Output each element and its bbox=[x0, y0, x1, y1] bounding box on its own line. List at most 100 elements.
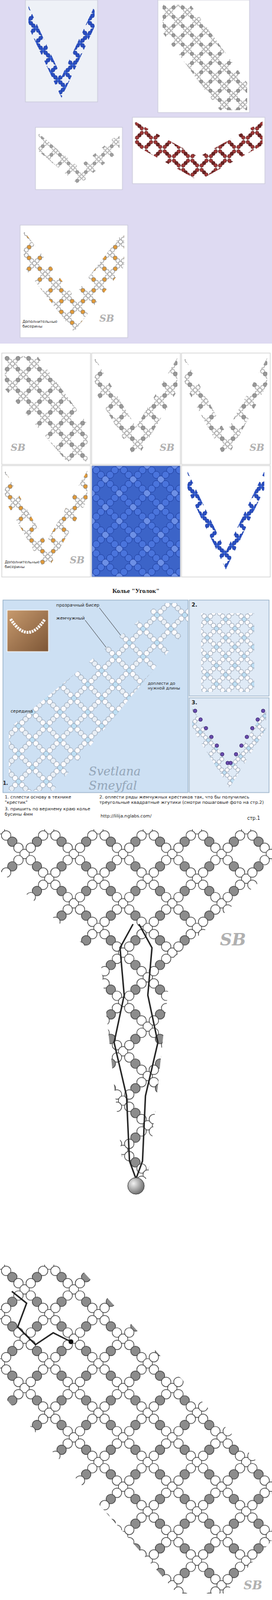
bead bbox=[43, 159, 47, 164]
bead bbox=[144, 181, 149, 186]
bead bbox=[218, 181, 222, 186]
bead bbox=[78, 406, 83, 411]
bead bbox=[121, 301, 126, 306]
bead bbox=[236, 107, 241, 112]
bead bbox=[18, 274, 24, 279]
bead bbox=[69, 399, 74, 404]
bead bbox=[83, 6, 87, 11]
bead bbox=[0, 415, 5, 420]
bead bbox=[188, 63, 192, 67]
bead bbox=[18, 290, 24, 295]
bead bbox=[153, 177, 158, 181]
bead bbox=[75, 8, 80, 13]
bead bbox=[28, 16, 33, 21]
bead bbox=[62, 274, 67, 279]
bead bbox=[0, 390, 2, 395]
bead bbox=[39, 16, 43, 21]
bead bbox=[230, 170, 234, 174]
bead bbox=[73, 90, 77, 95]
bead bbox=[86, 150, 90, 155]
bead bbox=[73, 75, 77, 80]
bead bbox=[181, 163, 186, 167]
bead bbox=[90, 185, 95, 189]
bead bbox=[13, 423, 18, 428]
bead bbox=[164, 63, 169, 67]
bead bbox=[164, 100, 169, 105]
bead bbox=[56, 4, 60, 8]
bead bbox=[46, 295, 51, 300]
bead bbox=[47, 176, 51, 181]
bead bbox=[238, 44, 243, 49]
bead bbox=[209, 172, 213, 177]
bead bbox=[227, 5, 231, 10]
bead bbox=[173, 54, 178, 58]
bead bbox=[215, 54, 220, 58]
bead bbox=[137, 179, 142, 184]
bead bbox=[41, 18, 45, 23]
bead bbox=[188, 86, 192, 90]
bead bbox=[40, 312, 45, 317]
bead-scheme bbox=[0, 350, 96, 468]
bead bbox=[199, 88, 203, 93]
bead bbox=[29, 285, 34, 290]
bead bbox=[231, 38, 236, 42]
bead bbox=[69, 355, 74, 361]
bead bbox=[50, 97, 55, 102]
bead bbox=[60, 172, 64, 176]
bead bbox=[172, 121, 176, 126]
bead bbox=[91, 266, 96, 271]
bead bbox=[73, 21, 77, 25]
bead bbox=[140, 181, 144, 186]
bead bbox=[51, 241, 56, 246]
bead bbox=[0, 458, 5, 463]
bead bbox=[260, 158, 264, 163]
bead bbox=[247, 91, 252, 95]
bead bbox=[211, 142, 216, 147]
bead bbox=[83, 247, 88, 252]
bead bbox=[146, 124, 151, 128]
bead bbox=[63, 26, 67, 30]
bead bbox=[40, 353, 45, 358]
bead bbox=[169, 26, 174, 31]
bead bbox=[208, 24, 213, 28]
bead bbox=[241, 10, 245, 15]
bead bbox=[163, 144, 167, 149]
bead bbox=[34, 185, 39, 189]
bead bbox=[24, 460, 29, 465]
bead bbox=[56, 258, 61, 263]
bead bbox=[121, 285, 126, 290]
bead bbox=[163, 126, 167, 131]
bead bbox=[0, 350, 5, 355]
bead bbox=[234, 36, 238, 40]
bead bbox=[88, 247, 93, 252]
bead bbox=[231, 56, 236, 61]
bead bbox=[171, 98, 176, 102]
bead bbox=[36, 97, 40, 102]
bead bbox=[65, 43, 70, 47]
scheme-panel bbox=[189, 696, 270, 792]
bead bbox=[121, 263, 126, 268]
bead bbox=[219, 31, 224, 35]
bead bbox=[24, 46, 28, 50]
bead bbox=[176, 167, 181, 172]
bead bbox=[155, 72, 160, 77]
bead bbox=[24, 31, 28, 35]
bead bbox=[124, 277, 129, 282]
bead bbox=[75, 72, 80, 77]
bead bbox=[243, 44, 247, 49]
bead bbox=[162, 61, 167, 66]
bead bbox=[206, 175, 211, 179]
bead bbox=[121, 306, 126, 312]
bead bbox=[72, 401, 77, 406]
bead bbox=[234, 40, 238, 44]
bead bbox=[196, 36, 201, 40]
bead bbox=[237, 126, 241, 131]
bead bbox=[96, 239, 102, 244]
bead bbox=[241, 177, 246, 181]
bead bbox=[34, 328, 40, 333]
bead bbox=[63, 11, 67, 15]
bead bbox=[170, 175, 174, 179]
bead bbox=[24, 269, 29, 274]
bead bbox=[56, 185, 60, 189]
bead bbox=[43, 6, 48, 11]
